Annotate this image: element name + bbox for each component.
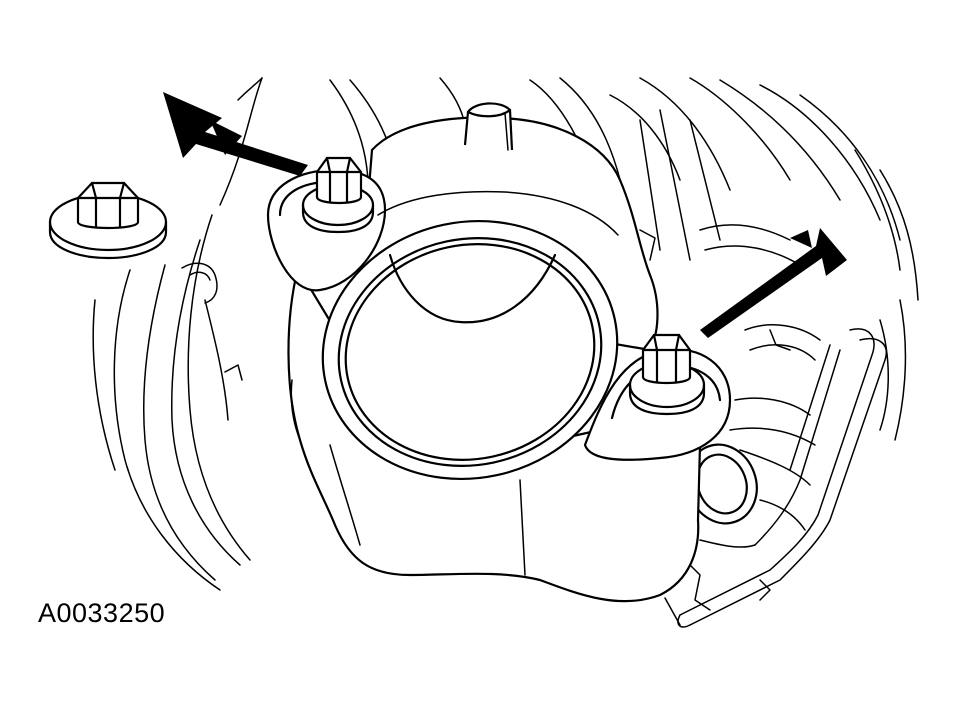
bypass-port: [686, 443, 758, 525]
figure-id-label: A0033250: [38, 598, 166, 628]
callout-arrow-lower-right: [700, 228, 847, 338]
side-bolt: [48, 181, 168, 260]
callout-arrow-upper-left: [163, 92, 308, 176]
thermostat-housing: [266, 102, 732, 603]
housing-bolt-upper: [301, 156, 375, 234]
housing-bolt-lower: [628, 333, 706, 416]
